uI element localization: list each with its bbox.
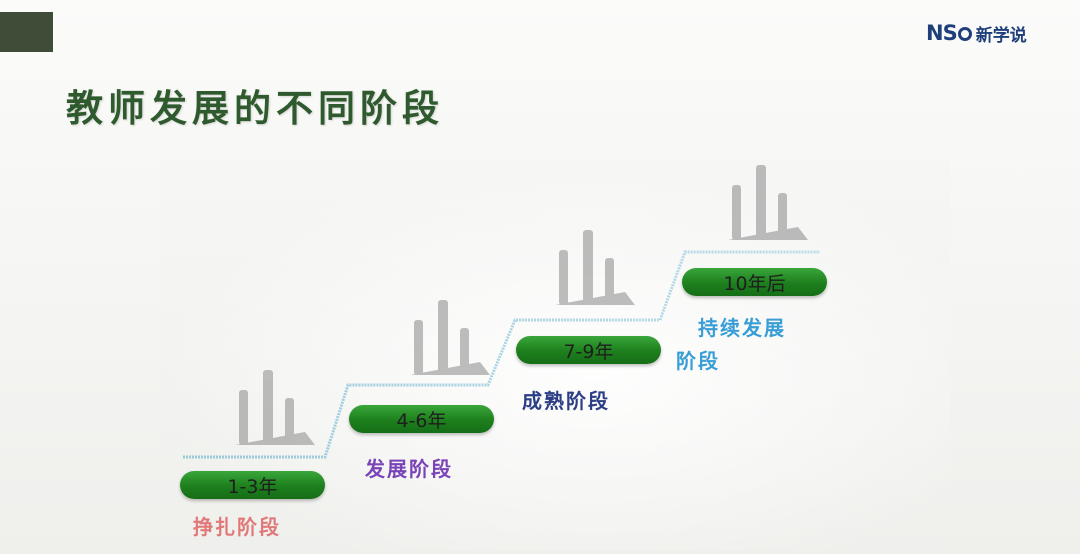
stage-2-label: 发展阶段 xyxy=(365,457,453,481)
stage-4-label-line2: 阶段 xyxy=(676,349,720,373)
stage-2-pill: 4-6年 xyxy=(349,405,494,433)
stage-3-pill: 7-9年 xyxy=(516,336,661,364)
page-title: 教师发展的不同阶段 xyxy=(66,86,444,130)
figure-icon xyxy=(555,230,635,305)
stage-4-label-line1: 持续发展 xyxy=(698,316,786,340)
stage-4-pill: 10年后 xyxy=(682,268,827,296)
stage-1-years: 1-3年 xyxy=(227,475,278,498)
stage-2-years: 4-6年 xyxy=(396,409,447,432)
brand-logo-mark: NS xyxy=(926,21,973,45)
corner-block xyxy=(0,12,53,52)
stage-1-pill: 1-3年 xyxy=(180,471,325,499)
stage-3-label: 成熟阶段 xyxy=(522,389,610,413)
brand-name: 新学说 xyxy=(975,25,1027,46)
stage-3-years: 7-9年 xyxy=(563,340,614,363)
figure-icon xyxy=(410,300,490,375)
stage-1-label: 挣扎阶段 xyxy=(193,515,281,539)
brand-logo: NS 新学说 xyxy=(926,20,1027,46)
figure-icon xyxy=(728,165,808,240)
stage-4-years: 10年后 xyxy=(723,272,786,295)
figure-icon xyxy=(235,370,315,445)
